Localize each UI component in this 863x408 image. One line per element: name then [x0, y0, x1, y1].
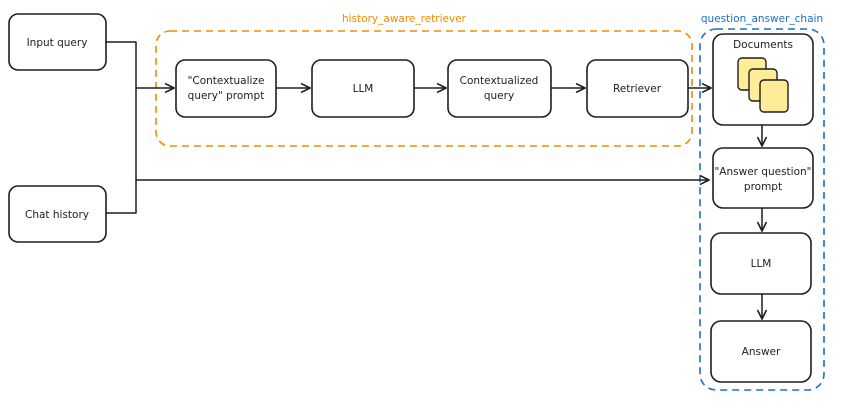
input-query-node: Input query [8, 13, 107, 71]
question-answer-chain-group [699, 28, 825, 391]
contextualize-prompt-label-line2: query" prompt [188, 90, 265, 102]
documents-label: Documents [733, 39, 793, 51]
answer-label: Answer [742, 346, 781, 358]
answer-prompt-label-line1: "Answer question" [714, 166, 811, 178]
contextualize-prompt-node: "Contextualize query" prompt [175, 59, 277, 118]
input-merge-bracket [105, 41, 137, 214]
contextualize-prompt-label-line1: "Contextualize [188, 75, 265, 87]
question-answer-chain-label: question_answer_chain [701, 13, 823, 25]
llm-node-1: LLM [311, 59, 415, 118]
document-stack-icon [737, 57, 789, 113]
documents-node: Documents [712, 33, 814, 126]
chat-history-node: Chat history [8, 185, 107, 243]
answer-prompt-label-line2: prompt [744, 181, 782, 193]
input-query-label: Input query [27, 37, 88, 49]
retriever-node: Retriever [586, 59, 689, 118]
llm-2-label: LLM [751, 258, 772, 270]
chat-history-label: Chat history [25, 209, 89, 221]
retriever-label: Retriever [613, 83, 662, 95]
llm-1-label: LLM [353, 83, 374, 95]
answer-node: Answer [710, 320, 812, 383]
answer-prompt-node: "Answer question" prompt [712, 147, 814, 209]
contextualized-query-label-line2: query [484, 90, 514, 102]
llm-node-2: LLM [710, 232, 812, 295]
contextualized-query-node: Contextualized query [447, 59, 552, 118]
contextualized-query-label-line1: Contextualized [460, 75, 539, 87]
history-aware-retriever-label: history_aware_retriever [342, 13, 467, 25]
